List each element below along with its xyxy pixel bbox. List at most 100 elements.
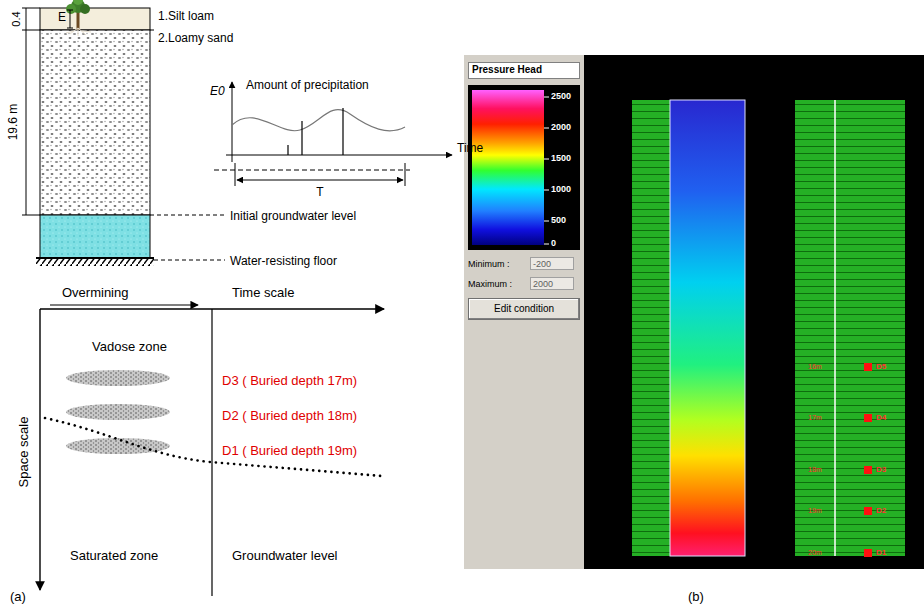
drawing-part <box>70 10 71 28</box>
dimension: 19.6 m <box>7 104 20 141</box>
drawing-part <box>40 215 150 258</box>
drawing-part <box>73 0 83 5</box>
button: Edit condition <box>468 298 580 320</box>
drawing-part <box>39 309 40 590</box>
drawing-part <box>468 85 580 250</box>
field-caption: Minimum : <box>468 259 510 269</box>
drawing-part <box>45 418 382 476</box>
period-label: T <box>316 186 323 199</box>
observation-point <box>864 466 872 474</box>
axis-label: Space scale <box>17 417 31 488</box>
point-label: D2 <box>876 507 886 516</box>
zone-label: Groundwater level <box>232 549 338 563</box>
drawing-part <box>464 55 584 569</box>
drawing-part <box>287 145 288 155</box>
colorbar-value: 1500 <box>551 154 571 164</box>
drawing-part <box>472 90 544 245</box>
tick-mark <box>544 221 549 222</box>
tick-mark <box>544 190 549 191</box>
drawing-part <box>464 55 924 569</box>
panel-label: (b) <box>688 590 704 604</box>
level-label: Water-resisting floor <box>230 255 337 268</box>
drawing-part <box>66 4 76 14</box>
software-screenshot <box>464 55 924 569</box>
process-label: Overmining <box>62 286 128 300</box>
drawing-part <box>214 170 410 171</box>
axis-label: Time scale <box>232 286 294 300</box>
drawing-part <box>632 100 670 556</box>
drawing-part <box>150 30 155 31</box>
drawing-part <box>301 121 302 155</box>
observation-point <box>864 507 872 515</box>
drawing-part <box>50 304 198 305</box>
drawing-part <box>77 12 80 30</box>
drawing-part <box>40 30 150 215</box>
field-text: -200 <box>530 257 574 270</box>
drawing-part <box>235 163 236 186</box>
drawing-part <box>795 100 905 556</box>
colorbar-value: 2500 <box>551 92 571 102</box>
point-label: D1 <box>876 549 886 558</box>
drawing-part <box>80 4 90 14</box>
drawing-part <box>36 257 154 259</box>
colorbar-value: 2000 <box>551 123 571 133</box>
depth-label: 18m <box>808 466 822 474</box>
drawing-part <box>670 100 745 556</box>
field-text: Edit condition <box>494 303 554 314</box>
drawing-part <box>226 155 452 156</box>
depth-label: D2 ( Buried depth 18m) <box>222 409 357 423</box>
dimension: 0.4 <box>10 11 22 26</box>
leader-lines <box>150 30 225 260</box>
level-label: Initial groundwater level <box>230 210 356 223</box>
drawing-part <box>66 370 170 386</box>
drawing-part <box>67 28 73 29</box>
colorbar-value: 0 <box>551 239 556 249</box>
input-field: Maximum :2000 <box>468 276 580 292</box>
layer-name: 1.Silt loam <box>158 10 214 23</box>
drawing-part <box>22 30 40 31</box>
observation-point <box>864 549 872 557</box>
drawing-part <box>66 28 91 36</box>
drawing-part <box>405 163 406 186</box>
point-label: D5 <box>876 363 886 372</box>
depth-label: 17m <box>808 414 822 422</box>
depth-label: D3 ( Buried depth 17m) <box>222 374 357 388</box>
colorbar-value: 500 <box>551 216 566 226</box>
depth-label: 19m <box>808 507 822 515</box>
drawing-part <box>211 309 212 596</box>
dropdown-box: Pressure Head <box>468 62 580 79</box>
tick-mark <box>544 159 549 160</box>
dimension-lines <box>22 8 73 215</box>
drawing-part <box>834 100 836 556</box>
drawing-part <box>22 215 40 216</box>
field-text: 2000 <box>530 277 574 290</box>
depth-label: D1 ( Buried depth 19m) <box>222 444 357 458</box>
drawing-part <box>232 110 405 131</box>
input-field: Minimum : -200 <box>468 256 580 272</box>
panel-label: (a) <box>10 590 26 604</box>
field-text: Pressure Head <box>472 64 542 75</box>
soil-column <box>36 8 154 266</box>
observation-point <box>864 363 872 371</box>
layer-name: 2.Loamy sand <box>158 32 233 45</box>
drawing-part <box>544 97 549 244</box>
colorbar-value: 1000 <box>551 185 571 195</box>
drawing-part <box>150 215 225 216</box>
point-label: D3 <box>876 466 886 475</box>
drawing-part <box>342 108 343 155</box>
drawing-part <box>22 8 40 9</box>
tick-mark <box>544 97 549 98</box>
drawing-part <box>66 438 170 454</box>
tick-mark <box>544 244 549 245</box>
drawing-part <box>864 363 872 557</box>
drawing-part <box>40 8 150 30</box>
zone-label: Saturated zone <box>70 549 158 563</box>
drawing-part <box>67 10 73 11</box>
precipitation-chart <box>214 82 452 186</box>
drawing-part <box>154 260 225 261</box>
observation-point <box>864 414 872 422</box>
drawing-part <box>36 258 154 266</box>
drawing-part <box>66 404 170 420</box>
tree <box>66 0 91 36</box>
